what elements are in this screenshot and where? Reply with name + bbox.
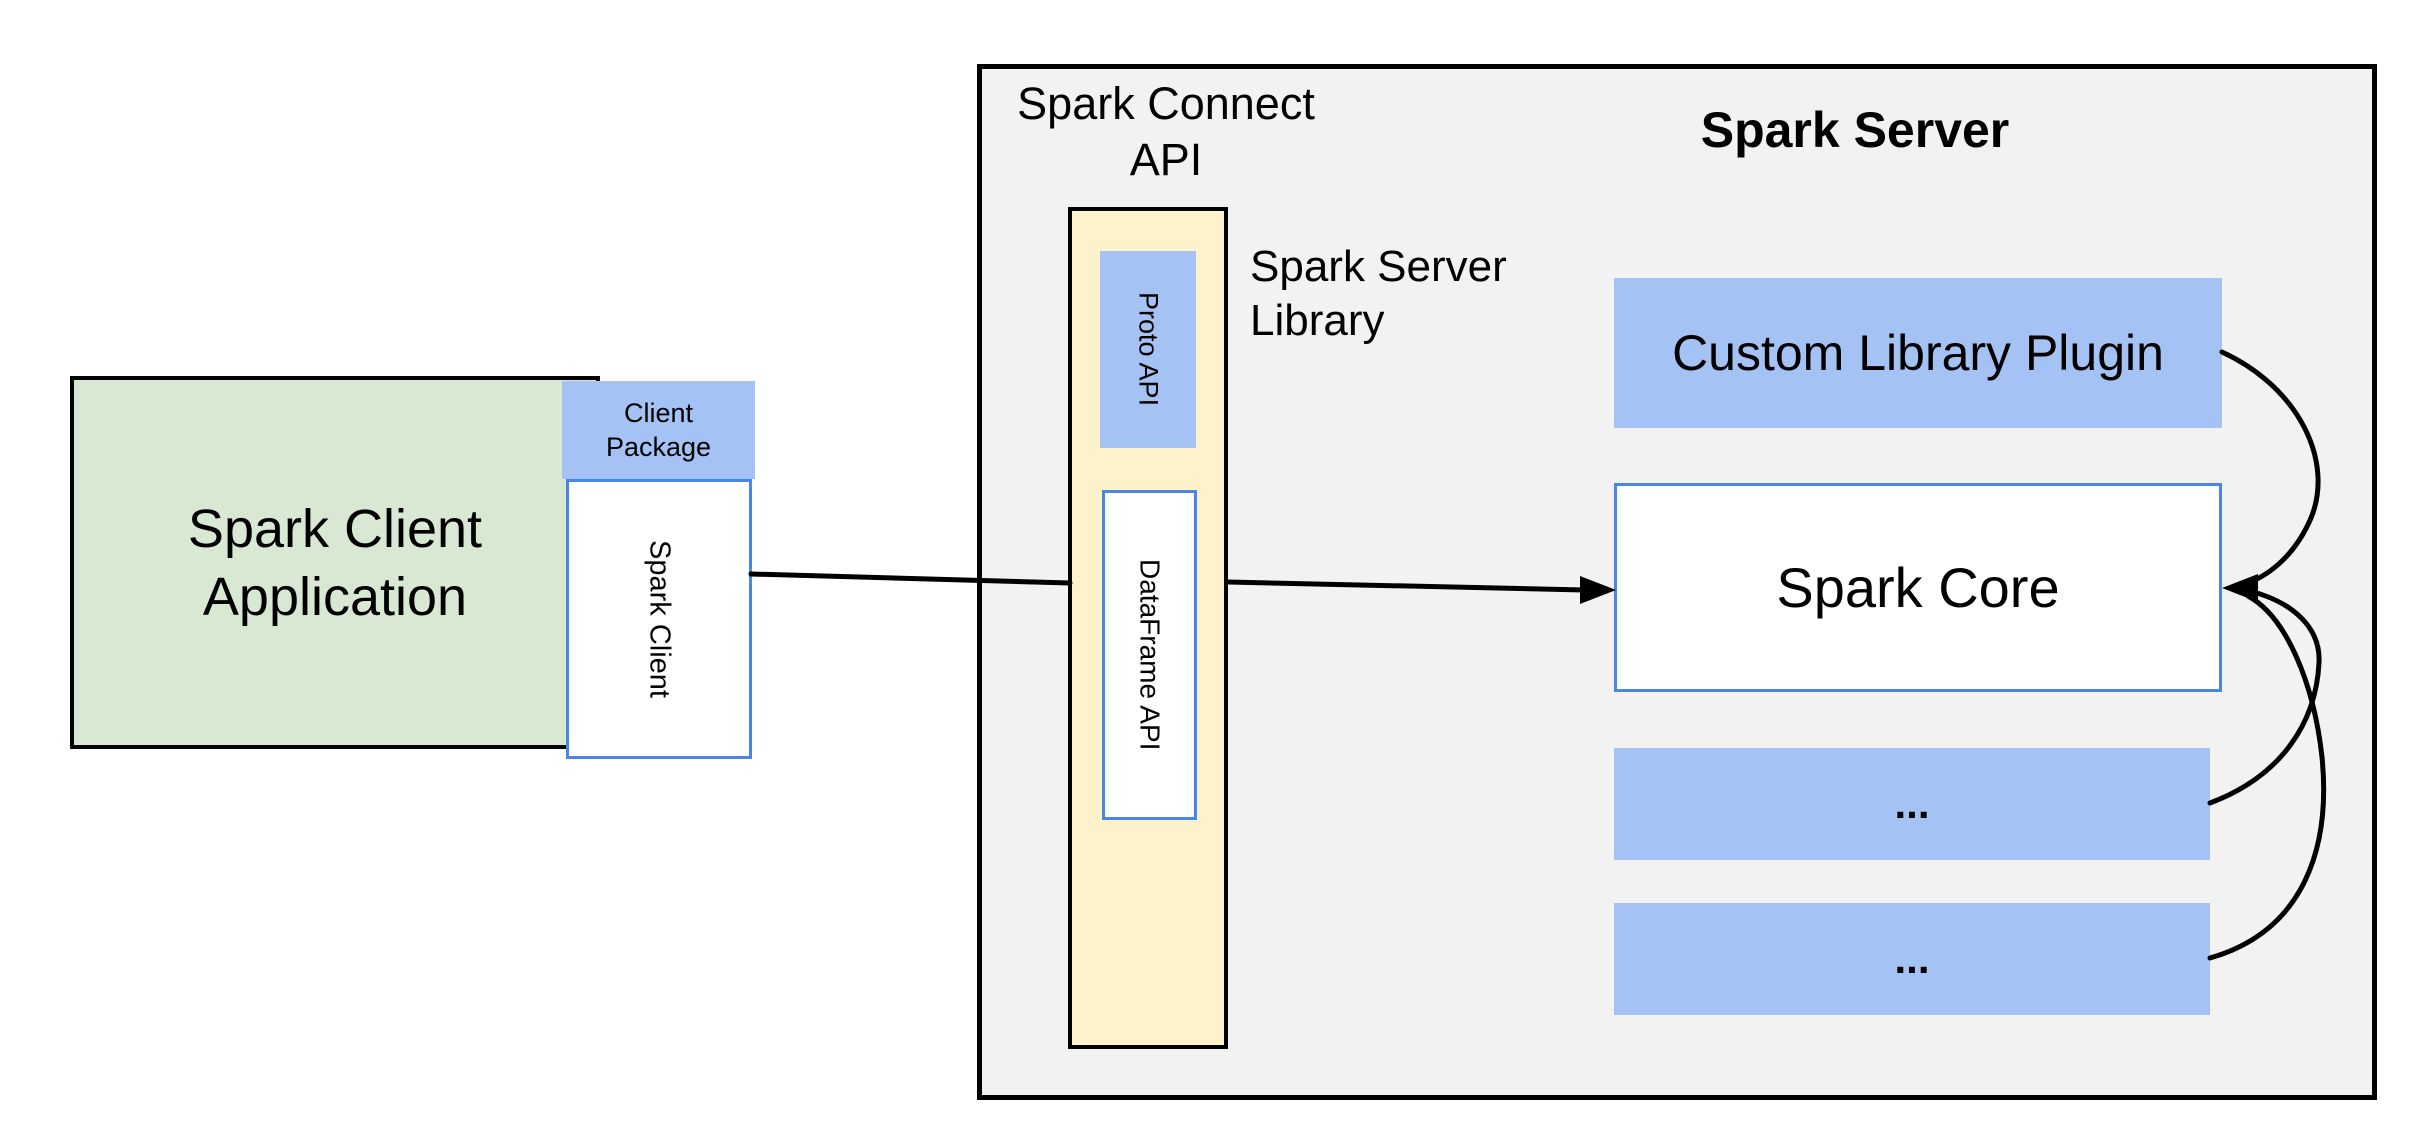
spark-server-library-label: Spark Server Library bbox=[1250, 240, 1580, 348]
spark-core-label: Spark Core bbox=[1776, 556, 2060, 619]
dataframe-api-label: DataFrame API bbox=[1134, 559, 1166, 751]
spark-server-title: Spark Server bbox=[1700, 102, 2010, 158]
spark-client-application-line2: Application bbox=[202, 566, 468, 627]
plugin-placeholder-box-2: ... bbox=[1614, 903, 2210, 1015]
spark-client-application-box bbox=[70, 376, 600, 749]
custom-library-plugin-box: Custom Library Plugin bbox=[1614, 278, 2222, 428]
custom-library-plugin-label: Custom Library Plugin bbox=[1672, 325, 2164, 381]
spark-server-library-line2: Library bbox=[1250, 296, 1385, 345]
proto-api-label: Proto API bbox=[1133, 292, 1164, 407]
spark-client-application-line1: Spark Client bbox=[187, 498, 483, 559]
plugin-placeholder-box-1: ... bbox=[1614, 748, 2210, 860]
plugin-placeholder-label-1: ... bbox=[1894, 780, 1930, 827]
client-package-line2: Package bbox=[605, 432, 712, 462]
client-package-box: Client Package bbox=[562, 381, 755, 479]
spark-client-box: Spark Client bbox=[566, 479, 752, 759]
proto-api-box: Proto API bbox=[1100, 251, 1196, 448]
spark-core-box: Spark Core bbox=[1614, 483, 2222, 692]
client-package-line1: Client bbox=[623, 398, 693, 428]
spark-connect-api-line2: API bbox=[1129, 134, 1203, 185]
spark-server-library-line1: Spark Server bbox=[1250, 242, 1507, 291]
dataframe-api-box: DataFrame API bbox=[1102, 490, 1197, 820]
spark-connect-api-line1: Spark Connect bbox=[1017, 78, 1315, 129]
spark-client-application-label: Spark Client Application bbox=[70, 376, 600, 749]
spark-connect-api-label: Spark Connect API bbox=[990, 76, 1342, 188]
spark-client-label: Spark Client bbox=[643, 540, 676, 698]
plugin-placeholder-label-2: ... bbox=[1894, 935, 1930, 982]
